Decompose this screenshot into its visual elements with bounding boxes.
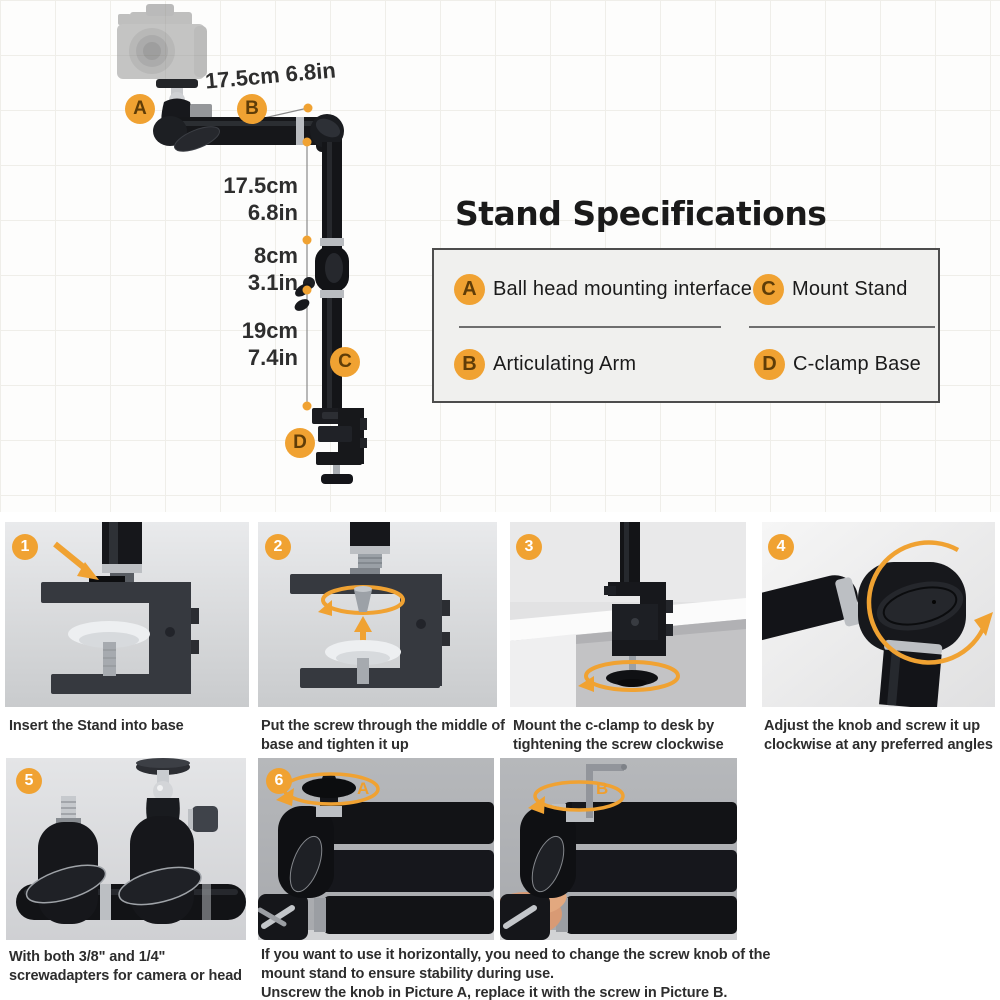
diagram-label-c: C [330,347,360,377]
step6-photo-a [258,758,494,940]
spec-item-b: B Articulating Arm [454,349,636,380]
diagram-label-a: A [125,94,155,124]
spec-key-d: D [754,349,785,380]
picture-b-label: B [596,779,609,798]
step6-caption: If you want to use it horizontally, you … [261,947,771,1000]
spec-label-d: C-clamp Base [793,353,921,375]
rotate-arc-icon [866,540,993,665]
diagram-label-d: D [285,428,315,458]
step2-number-badge: 2 [265,534,291,560]
step5-caption: With both 3/8" and 1/4" screwadapters fo… [9,949,242,984]
spec-label-b: Articulating Arm [493,353,637,375]
spec-key-b: B [454,349,485,380]
spec-box: A Ball head mounting interface C Mount S… [432,248,940,403]
spec-label-c: Mount Stand [792,278,908,300]
step2-photo [258,522,497,707]
c-clamp-illustration [312,408,367,484]
step1-number-badge: 1 [12,534,38,560]
dimension-dots [302,103,313,411]
diagram-label-b: B [237,94,267,124]
step1-caption: Insert the Stand into base [9,718,184,734]
step3-photo [510,522,746,707]
spec-key-a: A [454,274,485,305]
spec-item-a: A Ball head mounting interface [454,274,752,305]
stand-diagram-illustration [117,4,367,484]
step6-photo-b [500,758,737,940]
hex-key-illustration [586,764,627,818]
spec-item-c: C Mount Stand [753,274,908,305]
rotate-knob-icon [578,660,680,692]
rotate-key-b-icon [528,780,625,814]
step5-number-badge: 5 [16,768,42,794]
step1-photo [5,522,249,707]
step6-number-badge: 6 [266,768,292,794]
camera-ghost-illustration [117,4,207,79]
spec-divider-left [459,326,721,328]
picture-a-label: A [357,779,370,798]
step2-caption: Put the screw through the middle of base… [261,718,505,753]
mount-stand-pole-illustration [294,142,349,414]
step3-caption: Mount the c-clamp to desk by tightening … [513,718,724,753]
step4-number-badge: 4 [768,534,794,560]
insert-arrow-icon [53,541,99,580]
spec-item-d: D C-clamp Base [754,349,921,380]
step4-caption: Adjust the knob and screw it up clockwis… [764,718,993,753]
step3-number-badge: 3 [516,534,542,560]
spec-label-a: Ball head mounting interface [493,278,753,300]
step4-photo [762,522,995,707]
step5-photo [6,758,246,940]
spec-title: Stand Specifications [455,194,827,233]
spec-key-c: C [753,274,784,305]
spec-divider-right [749,326,935,328]
